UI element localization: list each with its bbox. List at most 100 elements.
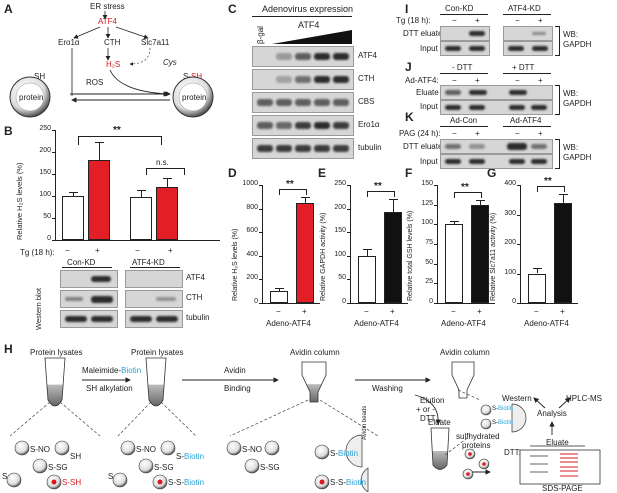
ero1-label: Ero1α xyxy=(58,38,80,47)
panel-f-ytick-mark xyxy=(434,204,437,206)
panel-f-errorbar xyxy=(480,199,481,205)
panel-b-errorcap xyxy=(163,177,172,179)
panel-g-bar xyxy=(528,273,546,303)
h4-sbiotin-1: S-Biotin xyxy=(492,406,514,412)
panel-b-ns-bracket xyxy=(146,168,185,175)
cys-label: Cys xyxy=(163,58,177,67)
panel-d-ytick: 0 xyxy=(254,298,258,305)
h-avidin: Avidin xyxy=(224,366,246,375)
h-analysis: Analysis xyxy=(537,409,567,418)
panel-b-atf4-kd: ATF4-KD xyxy=(132,258,165,267)
blot-b-atf4-kd xyxy=(125,270,183,288)
panel-b-ytick: 0 xyxy=(47,235,51,242)
panel-e-errorcap xyxy=(389,198,398,200)
cth-label: CTH xyxy=(104,38,121,47)
panel-d-xaxis xyxy=(262,303,320,304)
blot-c-band xyxy=(276,76,292,83)
panel-i-tg: Tg (18 h): xyxy=(396,16,431,25)
panel-k-row2: Input xyxy=(420,157,438,166)
panel-g-ylabel: Relative Slc7a11 activity (%) xyxy=(490,212,497,301)
panel-b-m1: − xyxy=(65,246,70,255)
panel-f-ytick: 0 xyxy=(429,298,433,305)
h-dtt: DTT xyxy=(420,414,436,423)
panel-b-ns: n.s. xyxy=(156,158,169,167)
blot-j-eluate xyxy=(440,85,553,100)
blot-c-band xyxy=(314,53,330,60)
panel-f-ytick: 150 xyxy=(421,180,433,187)
blot-c-band xyxy=(257,99,273,106)
panel-b-p2: + xyxy=(168,246,173,255)
blot-c-band xyxy=(276,99,292,106)
panel-g-xaxis xyxy=(520,303,578,304)
panel-j-m2: − xyxy=(515,76,520,85)
blot-c-band xyxy=(295,99,311,106)
blot-c-0 xyxy=(252,46,354,67)
h-binding: Binding xyxy=(224,384,251,393)
panel-d-ytick-mark xyxy=(259,232,262,234)
panel-b-ytick: 50 xyxy=(43,213,51,220)
panel-e-yaxis xyxy=(350,185,351,303)
panel-b-bar xyxy=(156,187,178,240)
panel-f-yaxis xyxy=(437,185,438,303)
panel-b-errorcap xyxy=(137,190,146,192)
panel-f-ytick: 75 xyxy=(425,239,433,246)
panel-d-errorbar xyxy=(305,197,306,203)
panel-b-atf-line xyxy=(130,267,180,268)
panel-k-p1: + xyxy=(475,129,480,138)
blot-i-input-kd xyxy=(503,41,553,56)
blot-c-band xyxy=(333,76,349,83)
pathway-arrows xyxy=(9,11,214,118)
panel-i-row1: DTT eluate xyxy=(403,29,443,38)
h3-ssbiotin: S-S-Biotin xyxy=(330,478,367,487)
panel-b-wb-label: Western blot xyxy=(34,288,43,330)
panel-e-ytick: 50 xyxy=(338,274,346,282)
h-elution: Elution xyxy=(420,396,445,405)
panel-i-con-line xyxy=(440,14,488,15)
panel-f-sig: ** xyxy=(461,181,469,193)
panel-g-sig: ** xyxy=(544,175,552,187)
panel-f-xaxis xyxy=(437,303,495,304)
h4-sbiotin-2: S-Biotin xyxy=(492,420,514,426)
panel-d-ytick-mark xyxy=(259,208,262,210)
panel-i-bracket xyxy=(555,26,560,56)
blot-c-2 xyxy=(252,92,354,113)
panel-f-minus: − xyxy=(451,307,456,316)
panel-g-ytick-mark xyxy=(517,273,520,275)
panel-e-ytick-mark xyxy=(347,255,350,257)
panel-f-ytick-mark xyxy=(434,263,437,265)
panel-i-row2: Input xyxy=(420,44,438,53)
panel-f-ytick: 50 xyxy=(425,258,433,266)
panel-d-ytick: 1000 xyxy=(242,180,258,187)
panel-i-con: Con-KD xyxy=(445,4,474,13)
panel-b-bar xyxy=(88,159,110,240)
blot-c-3 xyxy=(252,115,354,136)
h2-sno: S-NO xyxy=(136,445,156,454)
panel-b-ytick: 200 xyxy=(39,147,51,154)
h1-s: S xyxy=(2,472,8,481)
panel-e-minus: − xyxy=(364,307,369,316)
panel-label-e: E xyxy=(318,166,327,180)
panel-b-con-line xyxy=(62,267,112,268)
panel-g-ytick: 200 xyxy=(504,239,516,246)
panel-e-sig-bracket xyxy=(367,190,395,197)
blot-c-band xyxy=(257,145,273,152)
panel-e-ytick-mark xyxy=(347,232,350,234)
blot-k-eluate xyxy=(440,139,553,154)
panel-j-p2: + xyxy=(538,76,543,85)
blot-c-band xyxy=(314,122,330,129)
panel-g-ytick: 0 xyxy=(512,298,516,305)
panel-d-ytick-mark xyxy=(259,255,262,257)
panel-d-errorcap xyxy=(301,197,310,199)
panel-g-bar xyxy=(554,202,572,303)
panel-k-pag: PAG (24 h): xyxy=(399,129,441,138)
panel-g-ytick: 300 xyxy=(504,209,516,217)
panel-e-errorcap xyxy=(363,248,372,250)
h-hplc-ms: HPLC-MS xyxy=(566,394,603,403)
panel-k-p2: + xyxy=(538,129,543,138)
panel-j-line1 xyxy=(440,73,488,74)
panel-c-atf4: ATF4 xyxy=(298,20,320,30)
panel-j-pdtt: + DTT xyxy=(512,63,535,72)
panel-g-plus: + xyxy=(560,307,565,316)
panel-j-row2: Input xyxy=(420,102,438,111)
panel-label-c: C xyxy=(228,2,237,16)
